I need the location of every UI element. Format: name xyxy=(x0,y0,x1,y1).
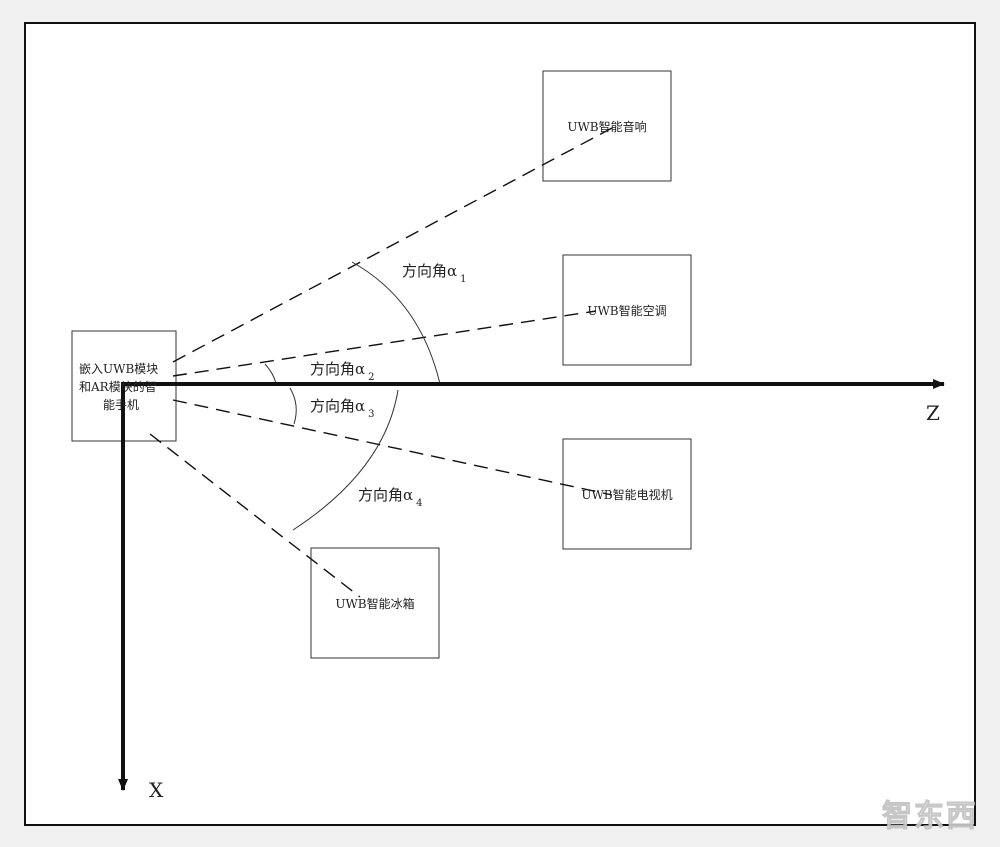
angle-a4-text: 方向角α xyxy=(358,486,413,504)
angle-a2-sub: 2 xyxy=(368,372,374,383)
angle-a1-sub: 1 xyxy=(460,274,466,285)
angle-a3-text: 方向角α xyxy=(310,397,365,415)
tv-box xyxy=(562,438,692,550)
angle-a4-sub: 4 xyxy=(416,498,422,509)
phone-label-line-3: 能手机 xyxy=(103,398,139,412)
angle-arc-a4 xyxy=(292,389,399,531)
ac-box xyxy=(562,254,692,366)
direction-line-fridge xyxy=(149,433,361,598)
z-axis-label: Z xyxy=(926,401,940,425)
angle-arc-a3 xyxy=(289,387,297,425)
phone-label-line-1: 嵌入UWB模块 xyxy=(79,362,158,376)
ac-label: UWB智能空调 xyxy=(587,303,666,318)
direction-line-tv xyxy=(172,399,613,496)
angle-arc-a1 xyxy=(351,261,441,385)
angle-a1-text: 方向角α xyxy=(402,262,457,280)
angle-a2-text: 方向角α xyxy=(310,360,365,378)
direction-line-ac xyxy=(172,310,597,377)
direction-line-speaker xyxy=(172,127,613,363)
diagram-frame xyxy=(24,22,976,826)
phone-label-line-2: 和AR模块的智 xyxy=(79,379,157,394)
watermark-logo: 智东西 xyxy=(882,799,978,835)
x-axis-label: X xyxy=(149,778,164,802)
angle-arc-a2 xyxy=(264,363,277,385)
angle-a3-sub: 3 xyxy=(368,409,374,420)
tv-label: UWB智能电视机 xyxy=(581,487,672,502)
fridge-label: UWB智能冰箱 xyxy=(335,596,414,611)
speaker-box xyxy=(542,70,672,182)
speaker-label: UWB智能音响 xyxy=(567,119,646,134)
phone-label: 嵌入UWB模块 和AR模块的智 能手机 xyxy=(79,362,162,412)
fridge-box xyxy=(310,547,440,659)
